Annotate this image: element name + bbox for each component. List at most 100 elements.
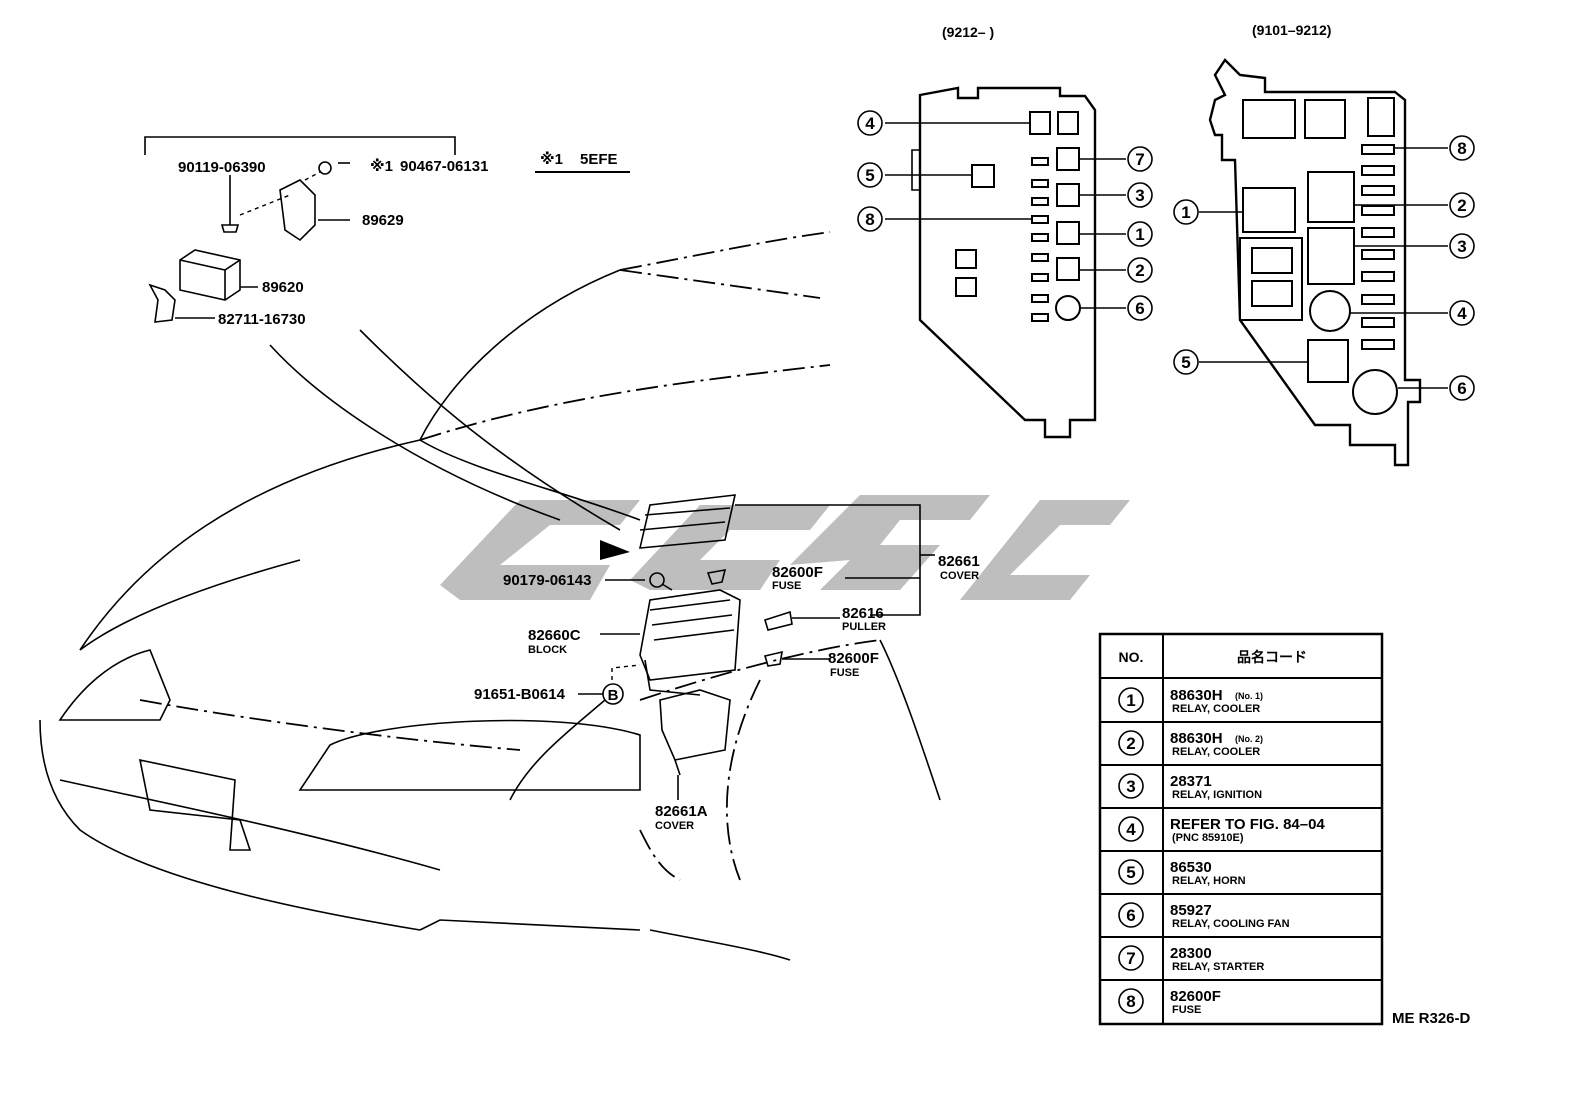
svg-text:2: 2 bbox=[1135, 261, 1144, 280]
part-label-90119: 90119-06390 bbox=[178, 159, 266, 176]
part-label-82661A: 82661A bbox=[655, 803, 708, 820]
svg-text:3: 3 bbox=[1457, 237, 1466, 256]
row-tag: (No. 2) bbox=[1235, 734, 1263, 744]
row-number: 3 bbox=[1126, 777, 1135, 796]
part-sub-82600F-top: FUSE bbox=[772, 580, 801, 592]
right-block-callout-2: 2 bbox=[1449, 192, 1475, 218]
part-sub-82660C: BLOCK bbox=[528, 644, 567, 656]
row-description: (PNC 85910E) bbox=[1172, 832, 1244, 844]
left-block-callout-4: 4 bbox=[857, 110, 883, 136]
svg-text:6: 6 bbox=[1457, 379, 1466, 398]
table-header-code: 品名コード bbox=[1237, 649, 1307, 665]
row-number-circle bbox=[1118, 816, 1144, 842]
row-description: RELAY, COOLING FAN bbox=[1172, 918, 1290, 930]
right-block-header: (9101–9212) bbox=[1252, 22, 1331, 38]
right-block-callout-1: 1 bbox=[1173, 199, 1199, 225]
relay-block-assembly bbox=[509, 494, 935, 801]
row-number: 2 bbox=[1126, 734, 1135, 753]
part-label-89629: 89629 bbox=[362, 212, 404, 229]
relay-block-9101-9212 bbox=[1199, 58, 1448, 467]
ref-circle-b bbox=[602, 683, 624, 705]
left-block-callout-1: 1 bbox=[1127, 221, 1153, 247]
svg-text:8: 8 bbox=[1457, 139, 1466, 158]
part-label-90179: 90179-06143 bbox=[503, 572, 591, 589]
row-code: 88630H bbox=[1170, 730, 1223, 747]
svg-text:1: 1 bbox=[1135, 225, 1144, 244]
part-sub-82600F-bottom: FUSE bbox=[830, 667, 859, 679]
part-label-89620: 89620 bbox=[262, 279, 304, 296]
row-number-circle bbox=[1118, 902, 1144, 928]
part-sub-82661: COVER bbox=[940, 570, 979, 582]
row-number-circle bbox=[1118, 730, 1144, 756]
right-block-callout-6: 6 bbox=[1449, 375, 1475, 401]
svg-text:5: 5 bbox=[1181, 353, 1190, 372]
row-number-circle bbox=[1118, 773, 1144, 799]
left-block-callout-6: 6 bbox=[1127, 295, 1153, 321]
car-body-outline bbox=[39, 231, 941, 961]
svg-text:3: 3 bbox=[1135, 186, 1144, 205]
table-header-no: NO. bbox=[1119, 649, 1144, 665]
relay-block-9212 bbox=[885, 86, 1126, 439]
legend-table bbox=[1098, 632, 1384, 1026]
left-block-callout-8: 8 bbox=[857, 206, 883, 232]
row-code: 82600F bbox=[1170, 988, 1221, 1005]
row-number-circle bbox=[1118, 988, 1144, 1014]
part-label-82600F-bottom: 82600F bbox=[828, 650, 879, 667]
row-tag: (No. 1) bbox=[1235, 691, 1263, 701]
left-block-callout-5: 5 bbox=[857, 162, 883, 188]
ecu-bracket-group bbox=[144, 136, 456, 323]
table-row: 4 REFER TO FIG. 84–04(PNC 85910E) bbox=[1118, 816, 1325, 844]
svg-text:6: 6 bbox=[1135, 299, 1144, 318]
right-block-callout-8: 8 bbox=[1449, 135, 1475, 161]
row-number-circle bbox=[1118, 945, 1144, 971]
right-block-callout-4: 4 bbox=[1449, 300, 1475, 326]
part-label-82660C: 82660C bbox=[528, 627, 581, 644]
table-row: 2 88630H (No. 2) RELAY, COOLER bbox=[1118, 730, 1263, 758]
left-block-callout-7: 7 bbox=[1127, 146, 1153, 172]
svg-text:1: 1 bbox=[1181, 203, 1190, 222]
part-label-91651: 91651-B0614 bbox=[474, 686, 566, 703]
left-block-header: (9212– ) bbox=[942, 24, 994, 40]
part-label-82616: 82616 bbox=[842, 605, 884, 622]
row-code: 86530 bbox=[1170, 859, 1212, 876]
svg-text:4: 4 bbox=[1457, 304, 1467, 323]
svg-text:7: 7 bbox=[1135, 150, 1144, 169]
part-sub-82616: PULLER bbox=[842, 621, 886, 633]
row-number: 5 bbox=[1126, 863, 1135, 882]
part-label-90467: 90467-06131 bbox=[400, 158, 488, 175]
row-description: RELAY, IGNITION bbox=[1172, 789, 1262, 801]
right-block-callout-5: 5 bbox=[1173, 349, 1199, 375]
row-number: 7 bbox=[1126, 949, 1135, 968]
svg-text:8: 8 bbox=[865, 210, 874, 229]
row-code: 85927 bbox=[1170, 902, 1212, 919]
row-description: RELAY, COOLER bbox=[1172, 746, 1260, 758]
svg-text:2: 2 bbox=[1457, 196, 1466, 215]
row-code: REFER TO FIG. 84–04 bbox=[1170, 816, 1325, 833]
row-description: RELAY, COOLER bbox=[1172, 703, 1260, 715]
row-code: 88630H bbox=[1170, 687, 1223, 704]
row-description: RELAY, STARTER bbox=[1172, 961, 1264, 973]
part-label-82661: 82661 bbox=[938, 553, 980, 570]
svg-text:4: 4 bbox=[865, 114, 875, 133]
figure-code: ME R326-D bbox=[1392, 1010, 1471, 1027]
part-note-mark: ※1 bbox=[370, 157, 393, 175]
row-description: RELAY, HORN bbox=[1172, 875, 1246, 887]
row-number-circle bbox=[1118, 687, 1144, 713]
watermark-logo bbox=[440, 495, 1130, 600]
note-engine: 5EFE bbox=[580, 151, 618, 168]
row-number: 8 bbox=[1126, 992, 1135, 1011]
left-block-callout-3: 3 bbox=[1127, 182, 1153, 208]
svg-text:5: 5 bbox=[865, 166, 874, 185]
row-number: 6 bbox=[1126, 906, 1135, 925]
row-number: 4 bbox=[1126, 820, 1136, 839]
part-label-82711: 82711-16730 bbox=[218, 311, 306, 328]
note-mark: ※1 bbox=[540, 150, 563, 168]
